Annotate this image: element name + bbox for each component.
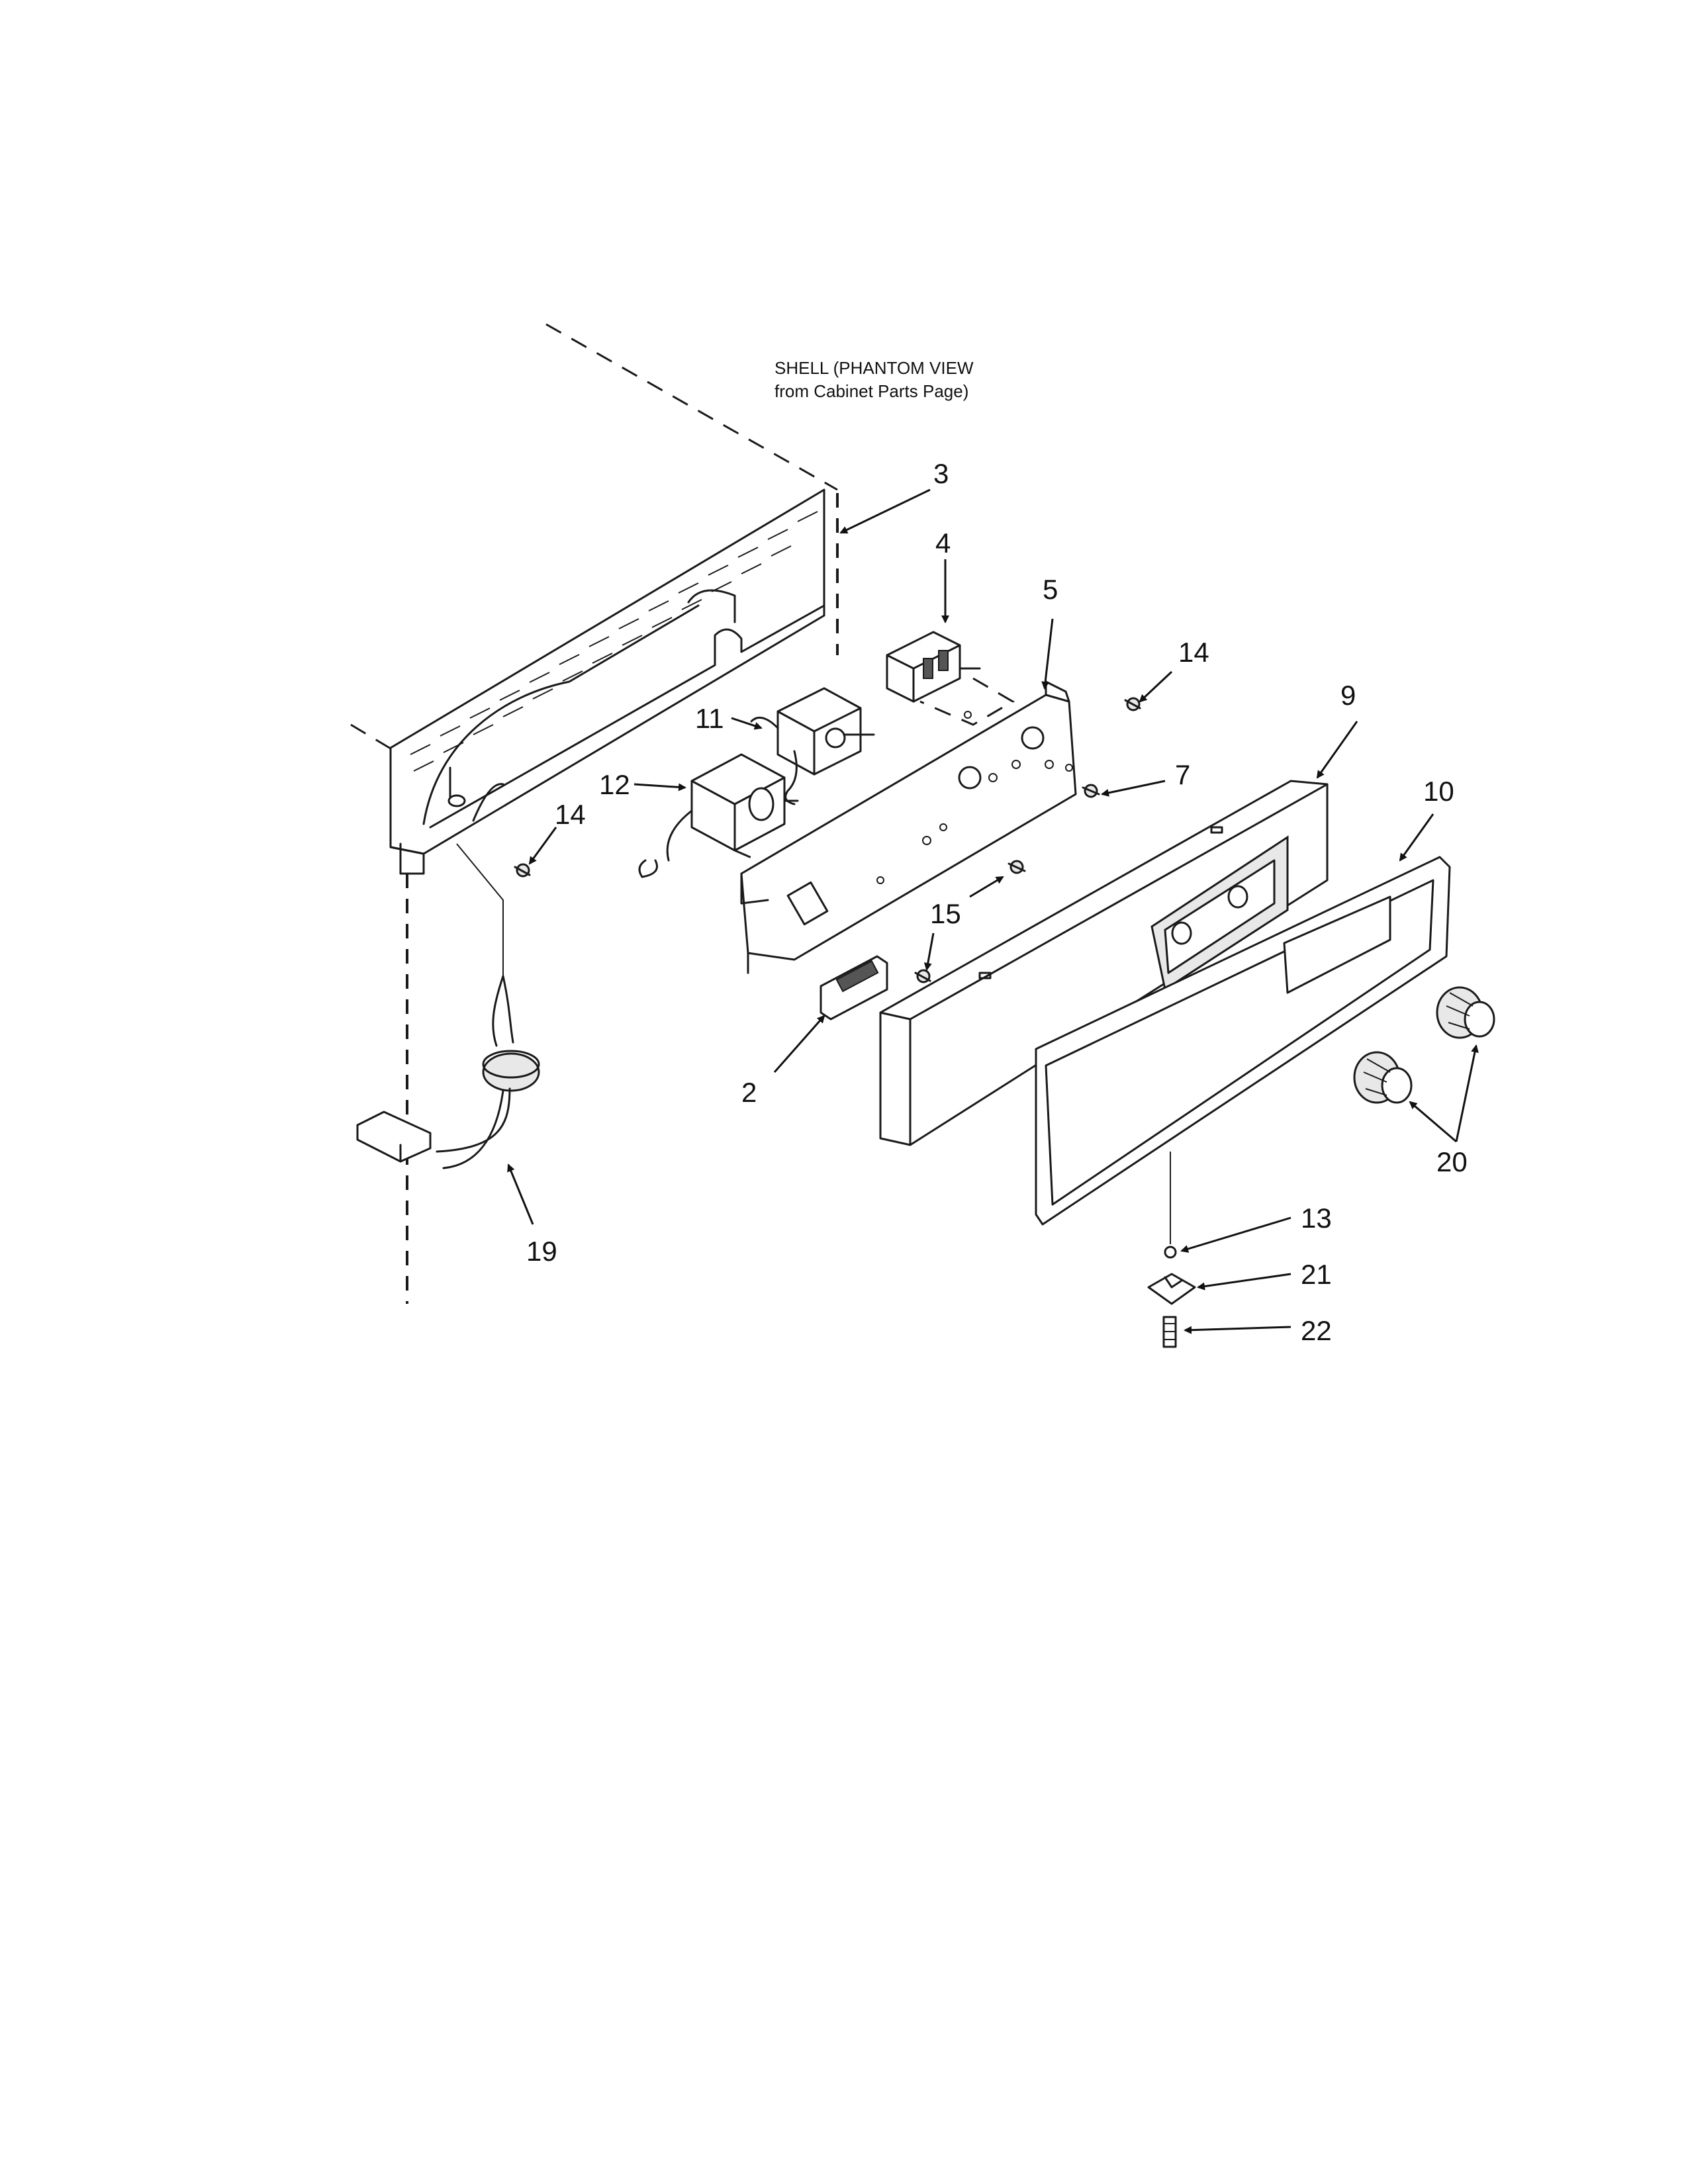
note-line-1: SHELL (PHANTOM VIEW bbox=[774, 358, 974, 378]
switch-part-4 bbox=[886, 631, 1015, 726]
shell-phantom-outline bbox=[350, 323, 839, 1304]
connector-part-2 bbox=[820, 955, 888, 1021]
screw-15-upper bbox=[1008, 860, 1026, 874]
callout-4: 4 bbox=[935, 527, 951, 559]
console-overlay bbox=[1035, 856, 1451, 1226]
callout-7: 7 bbox=[1175, 759, 1190, 790]
screw-15-lower bbox=[914, 969, 931, 983]
callout-9: 9 bbox=[1340, 680, 1356, 711]
screw-7 bbox=[1082, 784, 1100, 798]
console-bezel bbox=[879, 780, 1329, 1146]
callout-14-upper: 14 bbox=[1178, 637, 1209, 668]
note-line-2: from Cabinet Parts Page) bbox=[774, 381, 968, 401]
switch-part-12 bbox=[638, 753, 815, 878]
callout-13: 13 bbox=[1301, 1203, 1332, 1234]
callout-11: 11 bbox=[695, 703, 724, 734]
callout-10: 10 bbox=[1423, 776, 1454, 807]
callout-14-lower: 14 bbox=[555, 799, 586, 830]
hardware-13-21-22 bbox=[1147, 1152, 1196, 1348]
screw-14-upper bbox=[1124, 697, 1141, 711]
callout-2: 2 bbox=[741, 1077, 757, 1108]
knob-20a bbox=[1436, 986, 1495, 1039]
callout-5: 5 bbox=[1043, 574, 1058, 605]
control-panel-plate bbox=[740, 680, 1077, 974]
callout-21: 21 bbox=[1301, 1259, 1332, 1290]
bracket-vent-slots bbox=[410, 511, 818, 772]
wire-harness bbox=[356, 843, 540, 1169]
callout-22: 22 bbox=[1301, 1315, 1332, 1346]
callout-12: 12 bbox=[599, 769, 630, 800]
callout-3: 3 bbox=[933, 458, 949, 489]
callout-leaders bbox=[507, 488, 1479, 1334]
switch-part-11 bbox=[750, 687, 875, 805]
callout-20: 20 bbox=[1436, 1146, 1468, 1177]
console-back-bracket bbox=[389, 488, 825, 875]
screw-14-lower bbox=[514, 863, 531, 878]
knob-20b bbox=[1353, 1051, 1413, 1104]
callout-19: 19 bbox=[526, 1236, 557, 1267]
callout-15: 15 bbox=[930, 898, 961, 929]
